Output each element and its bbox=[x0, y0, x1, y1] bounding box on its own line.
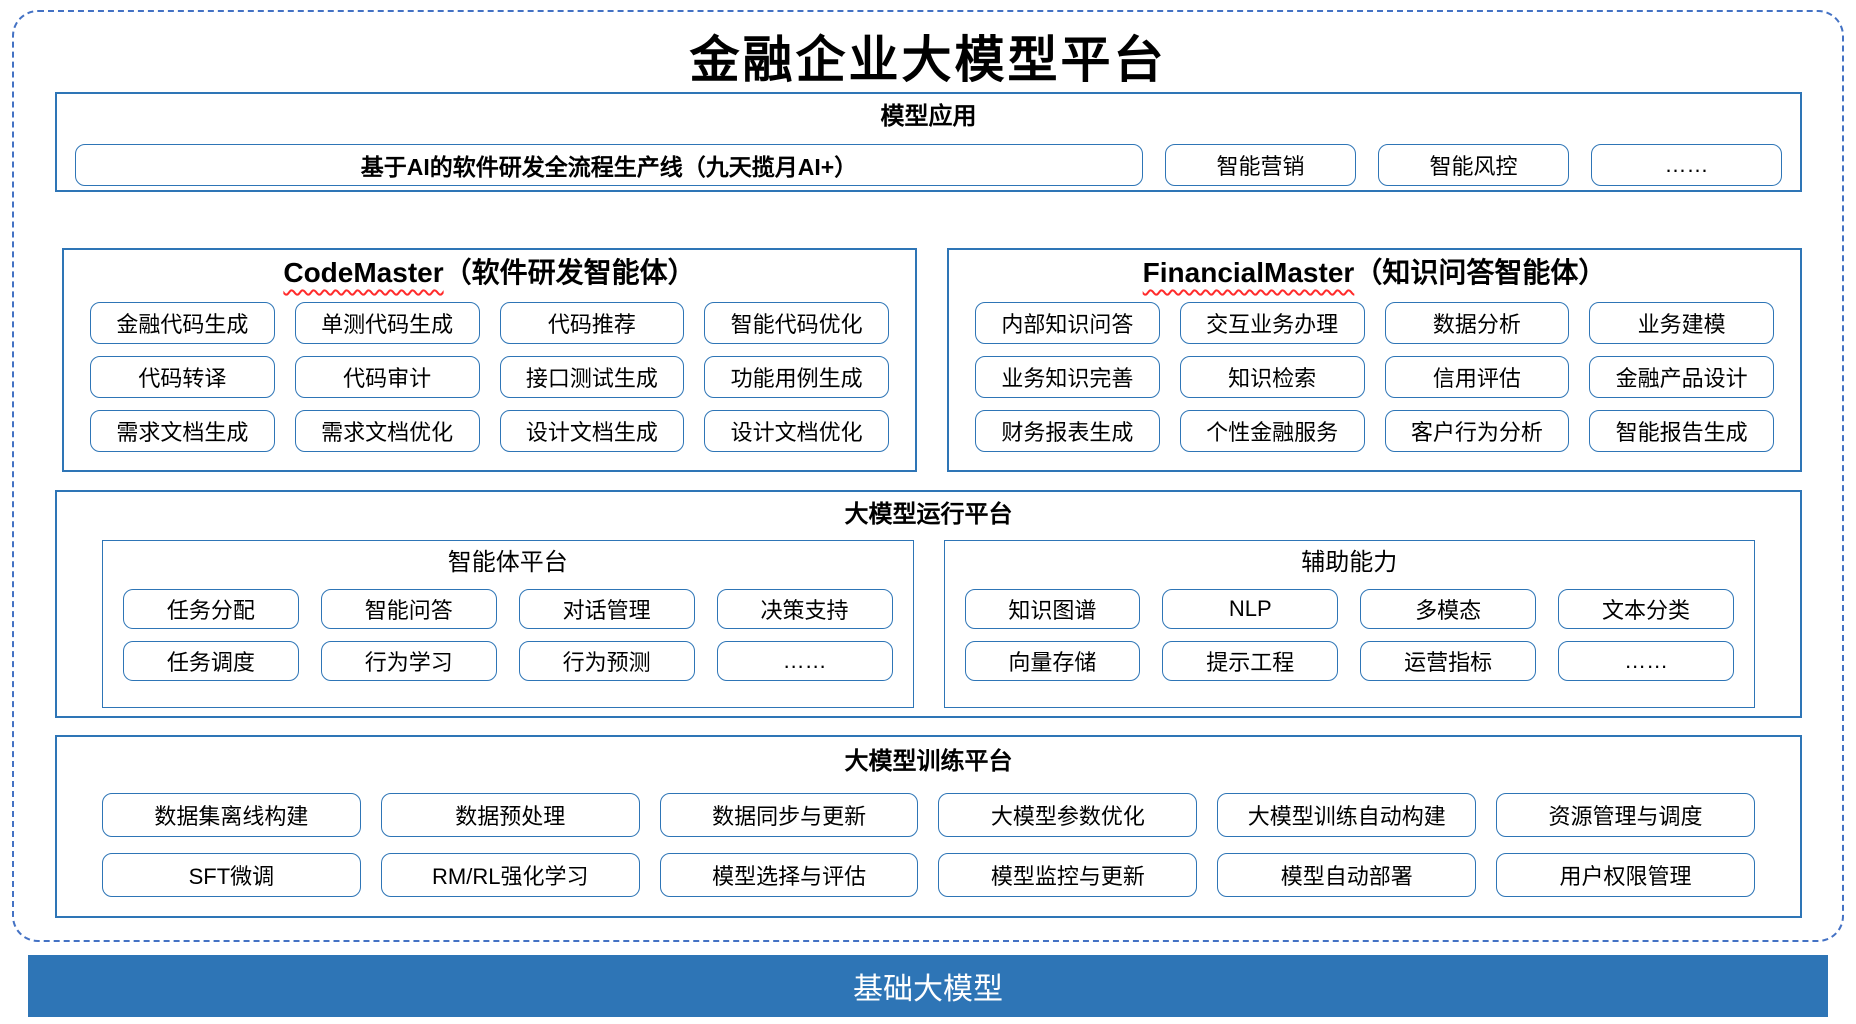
training-item: 模型选择与评估 bbox=[659, 853, 919, 897]
agent-platform-item: …… bbox=[716, 641, 893, 681]
codemaster-item: 代码审计 bbox=[294, 356, 480, 398]
codemaster-item: 金融代码生成 bbox=[90, 302, 275, 344]
section-model-apps: 模型应用 基于AI的软件研发全流程生产线（九天揽月AI+） 智能营销 智能风控 … bbox=[55, 92, 1802, 192]
agent-platform-row: 任务分配 智能问答 对话管理 决策支持 bbox=[123, 589, 893, 629]
financialmaster-item: 信用评估 bbox=[1384, 356, 1570, 398]
aux-capability-item: …… bbox=[1558, 641, 1734, 681]
codemaster-item: 设计文档优化 bbox=[704, 410, 889, 452]
model-apps-row: 基于AI的软件研发全流程生产线（九天揽月AI+） 智能营销 智能风控 …… bbox=[75, 144, 1782, 186]
codemaster-item: 代码推荐 bbox=[499, 302, 685, 344]
aux-capability-item: 文本分类 bbox=[1558, 589, 1734, 629]
runtime-header: 大模型运行平台 bbox=[844, 501, 1013, 528]
subpanel-agent-platform: 智能体平台 任务分配 智能问答 对话管理 决策支持 任务调度 行为学习 行为预测… bbox=[102, 540, 914, 708]
financialmaster-item: 交互业务办理 bbox=[1179, 302, 1365, 344]
model-app-item: …… bbox=[1591, 144, 1782, 186]
codemaster-item: 功能用例生成 bbox=[704, 356, 889, 398]
model-app-item: 智能风控 bbox=[1378, 144, 1569, 186]
financialmaster-row: 财务报表生成 个性金融服务 客户行为分析 智能报告生成 bbox=[975, 410, 1774, 452]
codemaster-row: 金融代码生成 单测代码生成 代码推荐 智能代码优化 bbox=[90, 302, 889, 344]
codemaster-title-cn: （软件研发智能体） bbox=[443, 257, 696, 288]
agent-platform-item: 任务分配 bbox=[123, 589, 299, 629]
financialmaster-item: 财务报表生成 bbox=[975, 410, 1160, 452]
page-title: 金融企业大模型平台 bbox=[689, 30, 1167, 89]
training-item: 数据同步与更新 bbox=[659, 793, 919, 837]
training-item: 大模型训练自动构建 bbox=[1217, 793, 1477, 837]
financialmaster-item: 业务建模 bbox=[1589, 302, 1774, 344]
base-model-bar-label: 基础大模型 bbox=[853, 973, 1003, 1006]
aux-capabilities-header: 辅助能力 bbox=[1301, 549, 1398, 576]
model-app-item: 智能营销 bbox=[1165, 144, 1356, 186]
codemaster-item: 接口测试生成 bbox=[499, 356, 685, 398]
aux-capability-item: 运营指标 bbox=[1360, 641, 1537, 681]
outer-dashed-frame bbox=[12, 10, 1844, 942]
financialmaster-item: 内部知识问答 bbox=[975, 302, 1160, 344]
codemaster-title-en: CodeMaster bbox=[283, 257, 444, 288]
financialmaster-row: 业务知识完善 知识检索 信用评估 金融产品设计 bbox=[975, 356, 1774, 398]
financialmaster-item: 金融产品设计 bbox=[1589, 356, 1774, 398]
aux-capability-item: NLP bbox=[1162, 589, 1339, 629]
agents-row: CodeMaster（软件研发智能体） 金融代码生成 单测代码生成 代码推荐 智… bbox=[62, 248, 1802, 472]
codemaster-item: 单测代码生成 bbox=[294, 302, 480, 344]
financialmaster-row: 内部知识问答 交互业务办理 数据分析 业务建模 bbox=[975, 302, 1774, 344]
training-item: 用户权限管理 bbox=[1496, 853, 1755, 897]
financialmaster-title-cn: （知识问答智能体） bbox=[1354, 257, 1607, 288]
financialmaster-item: 数据分析 bbox=[1384, 302, 1570, 344]
training-item: 数据集离线构建 bbox=[102, 793, 361, 837]
codemaster-item: 智能代码优化 bbox=[704, 302, 889, 344]
agent-platform-item: 智能问答 bbox=[320, 589, 497, 629]
aux-capability-item: 多模态 bbox=[1360, 589, 1537, 629]
agent-platform-item: 对话管理 bbox=[518, 589, 695, 629]
agent-platform-item: 决策支持 bbox=[716, 589, 893, 629]
training-row: 数据集离线构建 数据预处理 数据同步与更新 大模型参数优化 大模型训练自动构建 … bbox=[102, 793, 1755, 837]
financialmaster-title-en: FinancialMaster bbox=[1142, 257, 1355, 288]
financialmaster-title: FinancialMaster（知识问答智能体） bbox=[949, 256, 1800, 290]
codemaster-row: 代码转译 代码审计 接口测试生成 功能用例生成 bbox=[90, 356, 889, 398]
pipeline-box: 基于AI的软件研发全流程生产线（九天揽月AI+） bbox=[75, 144, 1143, 186]
agent-platform-item: 行为学习 bbox=[320, 641, 497, 681]
financialmaster-item: 个性金融服务 bbox=[1179, 410, 1365, 452]
codemaster-item: 代码转译 bbox=[90, 356, 275, 398]
aux-capability-item: 提示工程 bbox=[1162, 641, 1339, 681]
training-header: 大模型训练平台 bbox=[844, 748, 1013, 775]
training-item: 模型监控与更新 bbox=[938, 853, 1198, 897]
codemaster-item: 设计文档生成 bbox=[499, 410, 685, 452]
base-model-bar: 基础大模型 bbox=[28, 955, 1828, 1017]
aux-capability-item: 向量存储 bbox=[964, 641, 1141, 681]
agent-platform-item: 任务调度 bbox=[123, 641, 299, 681]
section-runtime-platform: 大模型运行平台 智能体平台 任务分配 智能问答 对话管理 决策支持 任务调度 行… bbox=[55, 490, 1802, 718]
subpanel-aux-capabilities: 辅助能力 知识图谱 NLP 多模态 文本分类 向量存储 提示工程 运营指标 …… bbox=[943, 540, 1755, 708]
agent-platform-header: 智能体平台 bbox=[447, 549, 568, 576]
training-item: 大模型参数优化 bbox=[938, 793, 1198, 837]
aux-capabilities-row: 知识图谱 NLP 多模态 文本分类 bbox=[964, 589, 1734, 629]
runtime-subpanels: 智能体平台 任务分配 智能问答 对话管理 决策支持 任务调度 行为学习 行为预测… bbox=[102, 540, 1755, 708]
codemaster-title: CodeMaster（软件研发智能体） bbox=[64, 256, 915, 290]
aux-capability-item: 知识图谱 bbox=[964, 589, 1141, 629]
section-training-platform: 大模型训练平台 数据集离线构建 数据预处理 数据同步与更新 大模型参数优化 大模… bbox=[55, 735, 1802, 918]
panel-financialmaster: FinancialMaster（知识问答智能体） 内部知识问答 交互业务办理 数… bbox=[947, 248, 1802, 472]
training-item: 资源管理与调度 bbox=[1496, 793, 1755, 837]
aux-capabilities-row: 向量存储 提示工程 运营指标 …… bbox=[964, 641, 1734, 681]
codemaster-item: 需求文档优化 bbox=[294, 410, 480, 452]
agent-platform-row: 任务调度 行为学习 行为预测 …… bbox=[123, 641, 893, 681]
training-item: 模型自动部署 bbox=[1217, 853, 1477, 897]
training-row: SFT微调 RM/RL强化学习 模型选择与评估 模型监控与更新 模型自动部署 用… bbox=[102, 853, 1755, 897]
financialmaster-item: 智能报告生成 bbox=[1589, 410, 1774, 452]
training-item: 数据预处理 bbox=[380, 793, 640, 837]
panel-codemaster: CodeMaster（软件研发智能体） 金融代码生成 单测代码生成 代码推荐 智… bbox=[62, 248, 917, 472]
model-apps-header: 模型应用 bbox=[880, 103, 977, 130]
financialmaster-item: 知识检索 bbox=[1179, 356, 1365, 398]
codemaster-item: 需求文档生成 bbox=[90, 410, 275, 452]
financialmaster-item: 客户行为分析 bbox=[1384, 410, 1570, 452]
codemaster-row: 需求文档生成 需求文档优化 设计文档生成 设计文档优化 bbox=[90, 410, 889, 452]
financialmaster-item: 业务知识完善 bbox=[975, 356, 1160, 398]
training-item: SFT微调 bbox=[102, 853, 361, 897]
training-item: RM/RL强化学习 bbox=[380, 853, 640, 897]
agent-platform-item: 行为预测 bbox=[518, 641, 695, 681]
